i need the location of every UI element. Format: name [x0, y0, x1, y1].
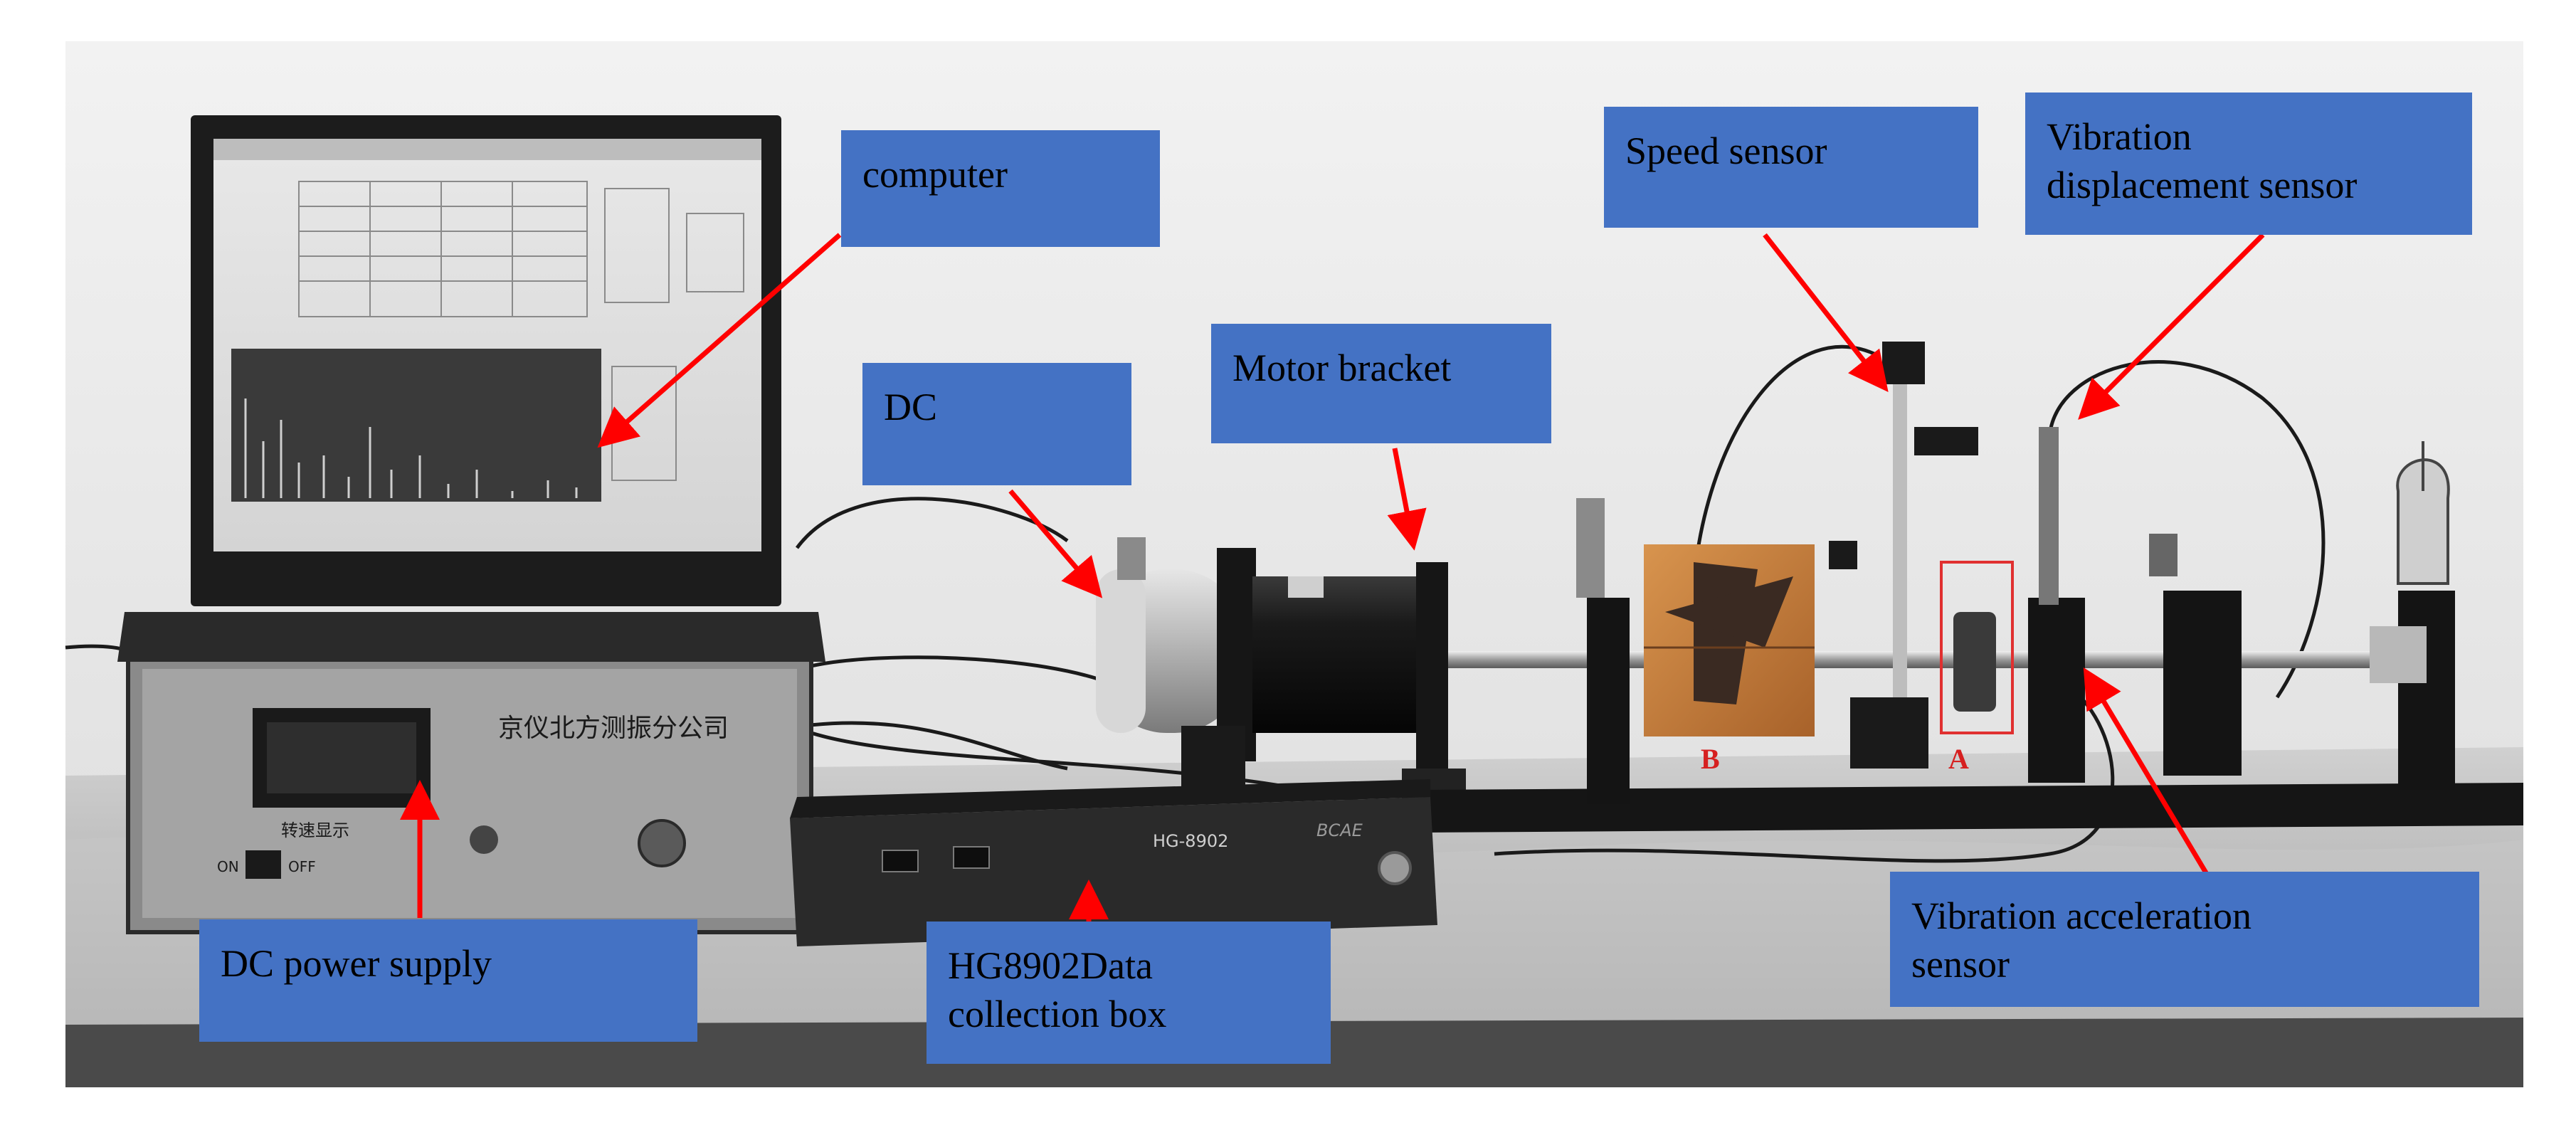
arrow-computer — [597, 233, 842, 448]
crack-detail-region — [1644, 544, 1815, 736]
callout-dc-power-supply: DC power supply — [199, 919, 697, 1042]
speed-sensor-stand — [1829, 342, 1978, 769]
callout-computer-text: computer — [862, 153, 1008, 196]
switch-on-label: ON — [217, 858, 239, 875]
laptop — [117, 115, 825, 662]
arrow-speed-sensor — [1763, 233, 1889, 393]
toggle-knob — [470, 825, 498, 854]
power-switch — [246, 850, 281, 879]
callout-computer: computer — [841, 130, 1160, 247]
display-label-text: 转速显示 — [281, 820, 349, 840]
callout-hg8902: HG8902Data collection box — [927, 922, 1331, 1064]
box-model-text: HG-8902 — [1153, 831, 1228, 851]
arrow-vib-displacement — [2078, 233, 2265, 420]
dc-power-supply: 京仪北方测振分公司 转速显示 ON OFF — [126, 653, 813, 934]
callout-vib-disp-line1: Vibration — [2047, 115, 2192, 158]
callout-vib-disp-line2: displacement sensor — [2047, 164, 2358, 206]
oil-cup-fixture — [2396, 441, 2450, 585]
callout-arrows — [400, 233, 2265, 925]
part-label-b: B — [1701, 743, 1720, 775]
hg8902-box: HG-8902 BCAE — [790, 779, 1437, 946]
callout-vibration-displacement: Vibration displacement sensor — [2025, 93, 2472, 235]
callout-motor-bracket: Motor bracket — [1211, 324, 1551, 443]
callout-vib-acc-line2: sensor — [1911, 943, 2010, 986]
arrow-motor-bracket — [1387, 448, 1427, 551]
callout-vibration-acceleration: Vibration acceleration sensor — [1890, 872, 2479, 1007]
callout-dc-power-text: DC power supply — [221, 942, 492, 985]
power-supply-brand-text: 京仪北方测振分公司 — [498, 714, 729, 743]
callout-speed-sensor-text: Speed sensor — [1625, 130, 1827, 172]
callout-motor-bracket-text: Motor bracket — [1232, 347, 1452, 389]
disk-highlight-box — [1940, 561, 2014, 734]
callout-dc: DC — [862, 363, 1131, 485]
bearing-pedestals — [1576, 498, 2455, 804]
callout-vib-acc-line1: Vibration acceleration — [1911, 894, 2252, 937]
callout-hg-line2: collection box — [948, 993, 1167, 1035]
callout-speed-sensor: Speed sensor — [1604, 107, 1978, 228]
arrow-vib-acceleration — [2083, 667, 2223, 898]
adjust-knob — [638, 819, 686, 867]
arrow-dc — [1008, 489, 1103, 598]
rotor-disk — [1940, 561, 2014, 734]
spectrum-plot — [231, 349, 601, 502]
callout-dc-text: DC — [884, 386, 938, 428]
dc-motor — [1096, 537, 1466, 804]
callout-hg-line1: HG8902Data — [948, 944, 1153, 987]
switch-off-label: OFF — [288, 858, 316, 875]
part-label-a: A — [1948, 743, 1969, 775]
displacement-sensor-body — [2039, 427, 2059, 605]
box-brand-text: BCAE — [1316, 820, 1363, 840]
box-knob — [1378, 851, 1412, 885]
rig-base — [1423, 783, 2523, 833]
